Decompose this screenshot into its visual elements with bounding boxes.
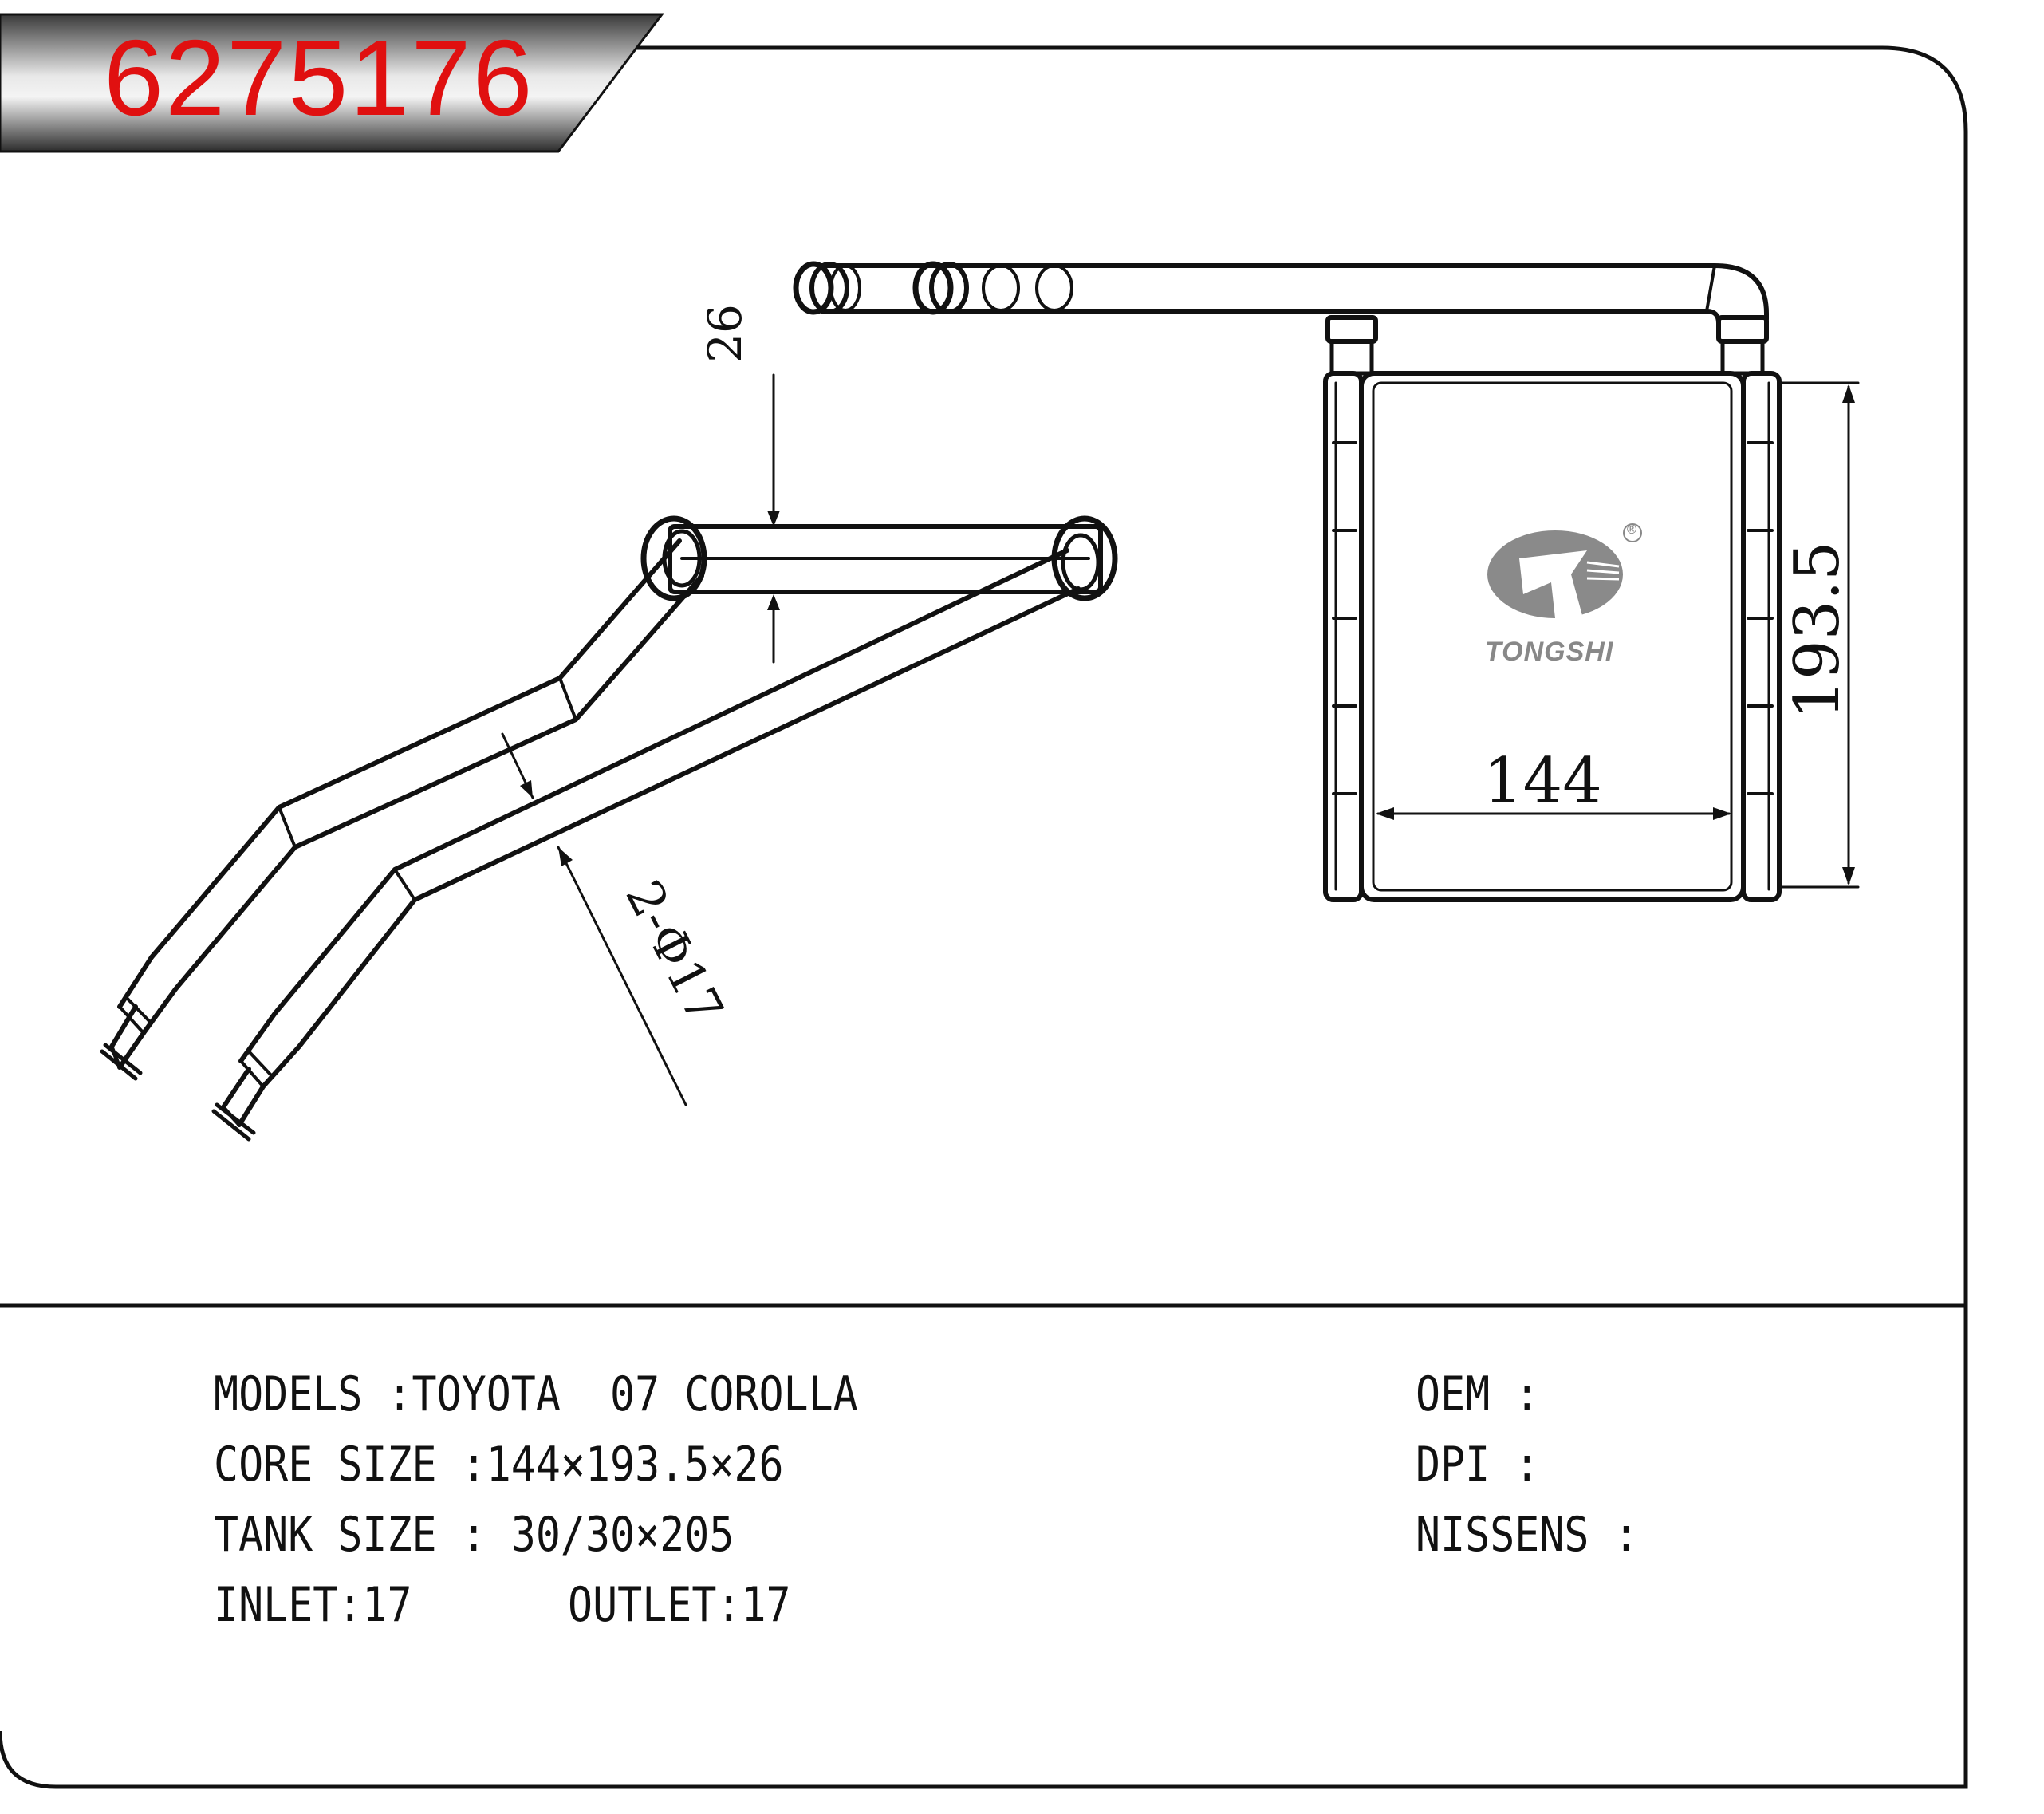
- core-outline: [1359, 371, 1746, 902]
- flange-right: [1051, 515, 1118, 601]
- flange-left: [640, 515, 707, 601]
- side-view: [100, 373, 1118, 1142]
- brand-name: TONGSHI: [1485, 637, 1614, 667]
- core-side-outline: [668, 524, 1103, 594]
- back-pipe: [149, 538, 704, 992]
- right-tank: [1741, 371, 1782, 902]
- brand-registered-mark: ®: [1625, 522, 1638, 537]
- dim-height-label: 193.5: [1782, 541, 1853, 720]
- spec-outlet: OUTLET:17: [568, 1577, 791, 1633]
- sheet-border: [0, 45, 1968, 1789]
- front-view: [793, 261, 1860, 902]
- spec-inlet: INLET:17: [214, 1577, 412, 1633]
- spec-core-size: CORE SIZE :144×193.5×26: [214, 1437, 784, 1493]
- spec-oem: OEM :: [1416, 1366, 1540, 1422]
- dim-width-label: 144: [1483, 745, 1602, 817]
- part-number: 6275176: [104, 18, 534, 138]
- left-tank: [1323, 371, 1364, 902]
- spec-tank-size: TANK SIZE : 30/30×205: [214, 1507, 735, 1563]
- spec-dpi: DPI :: [1416, 1437, 1540, 1493]
- tongshi-logo: [1487, 523, 1642, 618]
- spec-nissens: NISSENS :: [1416, 1507, 1639, 1563]
- spec-models: MODELS :TOYOTA 07 COROLLA: [214, 1366, 858, 1422]
- part-number-banner: [0, 13, 665, 153]
- dim-thickness-label: 26: [698, 304, 752, 363]
